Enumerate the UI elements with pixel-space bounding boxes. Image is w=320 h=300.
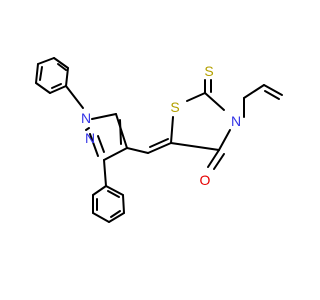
atom-label-s-thioxo: S xyxy=(204,63,213,79)
bond xyxy=(37,57,55,65)
bond xyxy=(103,147,128,161)
bond xyxy=(170,116,174,144)
bond xyxy=(105,185,124,196)
bond xyxy=(39,66,43,81)
bond xyxy=(126,147,149,154)
bond xyxy=(53,57,69,69)
bond xyxy=(122,194,125,214)
bond xyxy=(92,185,107,196)
molecule-diagram: N N S S N O xyxy=(35,57,283,223)
bond xyxy=(49,85,67,94)
bond xyxy=(264,90,280,100)
bond xyxy=(35,63,39,84)
bond xyxy=(57,63,67,71)
atom-label-o: O xyxy=(200,172,211,188)
bond xyxy=(170,142,220,151)
bond xyxy=(103,159,107,187)
bond xyxy=(65,67,69,87)
bond xyxy=(149,138,169,148)
bond xyxy=(35,82,51,94)
bond xyxy=(107,190,120,198)
bond xyxy=(65,85,84,109)
atom-labels: N N S S N O xyxy=(81,63,241,188)
bond xyxy=(243,84,265,99)
bond xyxy=(263,84,283,96)
bond xyxy=(207,149,220,168)
bond xyxy=(204,92,225,111)
bond xyxy=(186,92,206,102)
bond xyxy=(85,127,90,131)
bond xyxy=(213,153,225,170)
bond xyxy=(51,83,62,89)
bond xyxy=(147,142,172,154)
bond xyxy=(92,212,110,223)
atom-label-n1: N xyxy=(81,110,91,126)
bond xyxy=(218,129,231,151)
bond xyxy=(110,210,121,218)
atom-label-s-ring: S xyxy=(170,99,179,115)
bond xyxy=(91,113,117,120)
bond xyxy=(89,133,99,157)
bond xyxy=(119,119,122,145)
atom-label-n2: N xyxy=(85,130,95,146)
bond xyxy=(97,135,105,153)
atom-label-n3: N xyxy=(231,113,241,129)
bond xyxy=(108,212,125,223)
bond xyxy=(115,113,128,149)
bonds xyxy=(35,57,283,223)
